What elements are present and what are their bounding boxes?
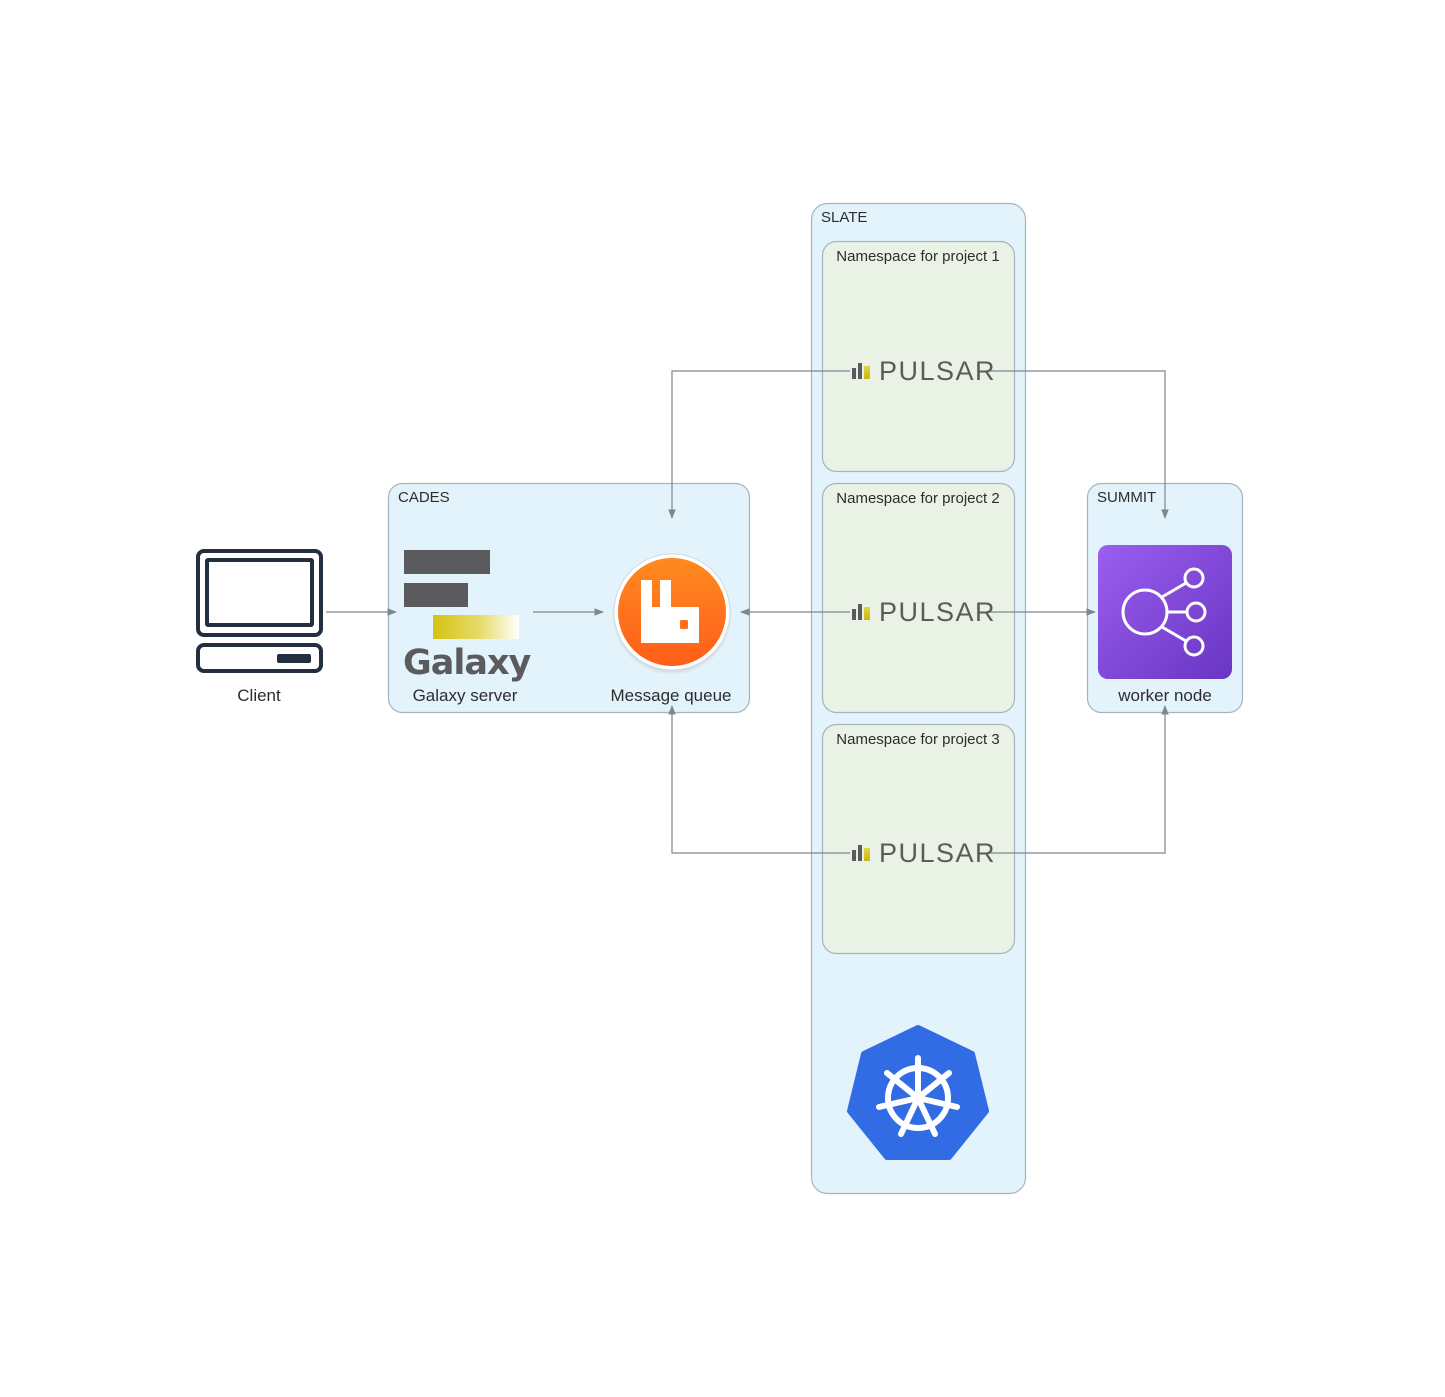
galaxy-server-node: Galaxy Galaxy server — [403, 550, 533, 705]
worker-node: worker node — [1098, 545, 1232, 705]
namespace-1-label: Namespace for project 1 — [836, 248, 999, 265]
pulsar-wordmark: PULSAR — [879, 356, 996, 386]
pulsar-logo-icon — [852, 845, 870, 861]
pulsar-node-1: PULSAR — [852, 356, 996, 386]
summit-label: SUMMIT — [1097, 489, 1156, 506]
edges — [326, 370, 1169, 854]
namespace-project-2: Namespace for project 2 — [821, 482, 1016, 714]
galaxy-server-label: Galaxy server — [413, 686, 518, 705]
laptop-icon-slot — [277, 654, 311, 663]
client-label: Client — [237, 686, 281, 705]
pulsar-wordmark: PULSAR — [879, 838, 996, 868]
namespace-project-1: Namespace for project 1 — [821, 240, 1016, 473]
cades-label: CADES — [398, 489, 450, 506]
galaxy-logo-icon: Galaxy — [403, 550, 533, 683]
pulsar-node-3: PULSAR — [852, 838, 996, 868]
rabbitmq-icon — [612, 553, 732, 675]
client-node: Client — [196, 549, 323, 705]
message-queue-label: Message queue — [611, 686, 732, 705]
namespace-2-label: Namespace for project 2 — [836, 490, 999, 507]
message-queue-node: Message queue — [611, 553, 732, 705]
edge-pulsar3-queue — [668, 705, 850, 854]
pulsar-logo-icon — [852, 604, 870, 620]
compute-node-icon — [1098, 545, 1232, 679]
laptop-icon — [196, 549, 323, 673]
edge-pulsar3-worker — [986, 705, 1169, 854]
namespace-3-label: Namespace for project 3 — [836, 731, 999, 748]
pulsar-node-2: PULSAR — [852, 597, 996, 627]
slate-label: SLATE — [821, 209, 867, 226]
pulsar-wordmark: PULSAR — [879, 597, 996, 627]
kubernetes-icon — [847, 1025, 989, 1160]
galaxy-wordmark: Galaxy — [403, 643, 532, 683]
edge-pulsar1-worker — [986, 370, 1169, 519]
namespace-project-3: Namespace for project 3 — [821, 723, 1016, 955]
worker-node-label: worker node — [1117, 686, 1212, 705]
edge-pulsar1-queue — [668, 370, 850, 519]
pulsar-logo-icon — [852, 363, 870, 379]
